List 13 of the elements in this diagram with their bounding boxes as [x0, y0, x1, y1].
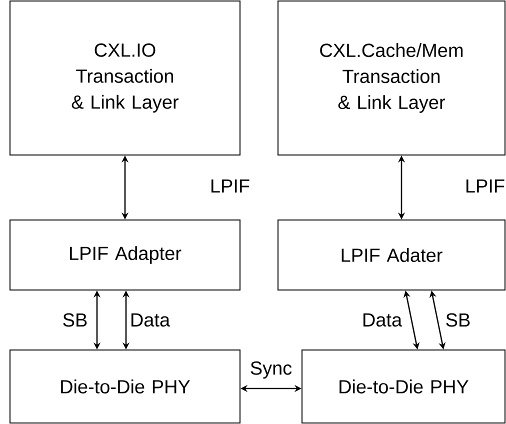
block-box: LPIF Adapter: [10, 220, 240, 290]
edge-label: LPIF: [466, 179, 504, 193]
block-box: LPIF Adater: [278, 220, 506, 290]
block-box: Die-to-Die PHY: [302, 350, 506, 424]
edge-label: SB: [446, 313, 470, 327]
edge-label: Data: [132, 313, 170, 327]
edge-label: SB: [63, 313, 87, 327]
block-box: Die-to-Die PHY: [10, 350, 240, 424]
edge-label: Data: [364, 313, 402, 327]
edge-label: Sync: [250, 361, 292, 379]
block-box: CXL.IO Transaction & Link Layer: [10, 0, 240, 156]
edge-label: LPIF: [212, 179, 250, 193]
block-box: CXL.Cache/Mem Transaction & Link Layer: [278, 0, 506, 156]
